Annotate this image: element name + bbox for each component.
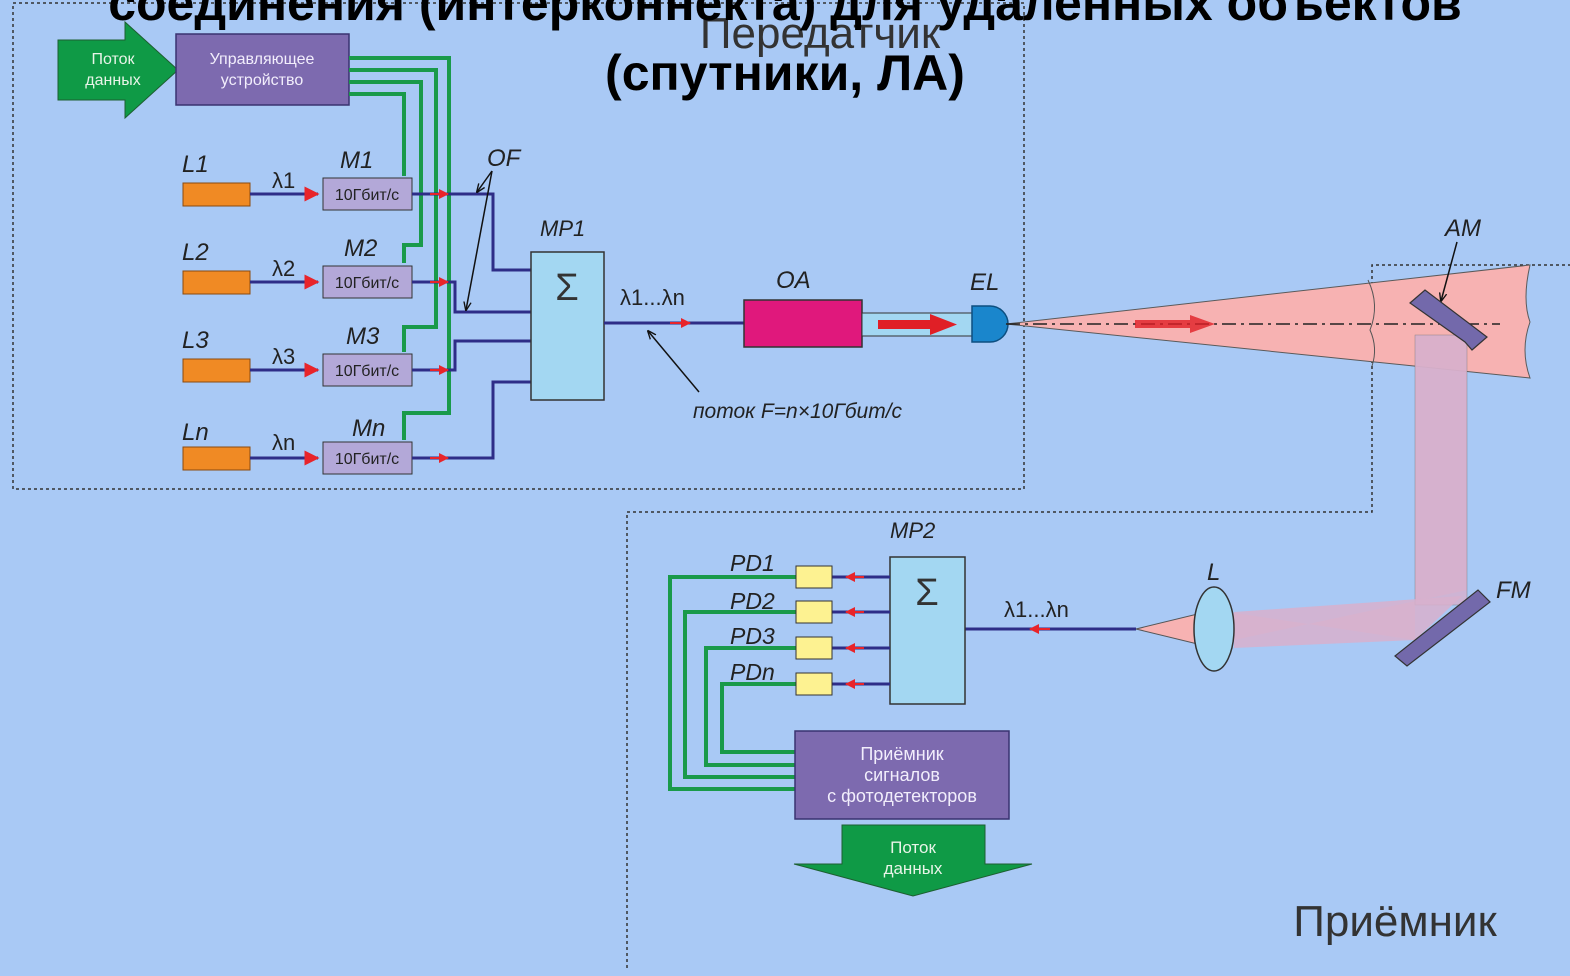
control-unit-label-2: устройство <box>221 72 304 89</box>
fold-mirror <box>1394 589 1491 667</box>
demultiplexer-sum-symbol: Σ <box>915 572 939 614</box>
beam-red-arrow <box>1135 315 1215 333</box>
signal-receiver-label-2: сигналов <box>864 765 940 785</box>
transmitter-section-label: Передатчик <box>700 9 941 58</box>
wavelength-label-3: λ3 <box>272 344 295 369</box>
modulator-label-1: M1 <box>340 147 373 174</box>
reflected-beam-vertical <box>1414 334 1468 606</box>
flow-pointer <box>648 331 700 393</box>
modulator-rate-2: 10Гбит/с <box>335 275 399 292</box>
laser-label-1: L1 <box>182 151 209 178</box>
fiber-pointer-1 <box>477 170 493 192</box>
coupler-red-arrow <box>878 314 957 335</box>
multiplexer-sum-symbol: Σ <box>555 267 579 309</box>
output-data-label-1: Поток <box>890 838 936 857</box>
receiver-band-label: λ1...λn <box>1004 597 1069 622</box>
slide-title-line-1: соединения (интерконнекта) для удаленных… <box>108 0 1462 31</box>
reflected-beam-horizontal <box>1234 596 1462 648</box>
laser-label-n: Ln <box>182 419 209 446</box>
band-label: λ1...λn <box>620 285 685 310</box>
laser-l1 <box>182 182 251 207</box>
photodetector-pd1 <box>795 565 833 589</box>
emitter-label: EL <box>970 269 999 296</box>
photodetector-label-n: PDn <box>730 659 775 685</box>
modulator-m2 <box>322 265 413 299</box>
modulator-label-n: Mn <box>352 415 385 442</box>
photodetector-pdn <box>795 672 833 696</box>
modulator-rate-n: 10Гбит/с <box>335 451 399 468</box>
demultiplexer-label: MP2 <box>890 518 935 543</box>
modulator-label-3: M3 <box>346 323 380 350</box>
demultiplexer-mp2 <box>889 556 966 705</box>
wavelength-label-1: λ1 <box>272 168 295 193</box>
control-lines <box>349 56 451 440</box>
laser-l3 <box>182 358 251 383</box>
modulator-m3 <box>322 353 413 387</box>
channel-n <box>182 441 413 475</box>
receiver-fibers <box>832 575 890 686</box>
photodetector-pd2 <box>795 600 833 624</box>
wavelength-label-2: λ2 <box>272 256 295 281</box>
fiber-pointer-2 <box>466 170 493 310</box>
wavelength-label-n: λn <box>272 430 295 455</box>
adaptive-mirror <box>1409 289 1488 351</box>
laser-l2 <box>182 270 251 295</box>
modulator-rate-3: 10Гбит/с <box>335 363 399 380</box>
receiver-control-lines <box>668 575 796 791</box>
fiber-label: OF <box>487 145 522 172</box>
adaptive-mirror-label: AM <box>1443 215 1481 242</box>
output-data-label-2: данных <box>884 859 943 878</box>
receiver-frame <box>626 264 1570 968</box>
input-data-arrow <box>57 20 179 120</box>
multiplexer-mp1 <box>530 251 605 401</box>
slide-title-line-2: (спутники, ЛА) <box>605 45 965 101</box>
receiver-lens <box>1193 586 1235 672</box>
control-unit-label-1: Управляющее <box>210 51 315 68</box>
optical-beam <box>1005 264 1531 379</box>
input-data-label-1: Поток <box>91 51 135 68</box>
photodetector-label-1: PD1 <box>730 550 775 576</box>
transmitter-frame <box>12 2 1025 490</box>
laser-label-2: L2 <box>182 239 209 266</box>
photodetector-label-2: PD2 <box>730 588 775 614</box>
laser-label-3: L3 <box>182 327 209 354</box>
photodetector-pd3 <box>795 636 833 660</box>
input-data-label-2: данных <box>85 72 140 89</box>
emitter-lens <box>971 305 1009 343</box>
signal-receiver-label-1: Приёмник <box>860 744 943 764</box>
receiver-section-label: Приёмник <box>1293 897 1497 946</box>
receiver-fiber-arrowheads <box>845 572 864 689</box>
signal-receiver <box>794 730 1010 820</box>
channel-3 <box>182 353 413 387</box>
output-data-arrow <box>793 824 1033 897</box>
multiplexer-label: MP1 <box>540 216 585 241</box>
beam-edge-wave <box>1367 279 1376 367</box>
channel-1 <box>182 177 413 211</box>
flow-formula: поток F=n×10Гбит/с <box>693 400 903 423</box>
adaptive-mirror-pointer <box>1441 241 1458 301</box>
control-unit <box>175 33 350 106</box>
fold-mirror-label: FM <box>1496 577 1531 604</box>
modulator-label-2: M2 <box>344 235 377 262</box>
laser-ln <box>182 446 251 471</box>
signal-receiver-label-3: с фотодетекторов <box>827 786 977 806</box>
modulator-rate-1: 10Гбит/с <box>335 187 399 204</box>
fiber-arrowheads <box>430 189 449 463</box>
lens-label: L <box>1207 559 1220 586</box>
photodetector-label-3: PD3 <box>730 623 775 649</box>
amplifier-label: OA <box>776 267 811 294</box>
channel-2 <box>182 265 413 299</box>
modulator-mn <box>322 441 413 475</box>
modulator-m1 <box>322 177 413 211</box>
optical-amplifier <box>743 299 863 348</box>
